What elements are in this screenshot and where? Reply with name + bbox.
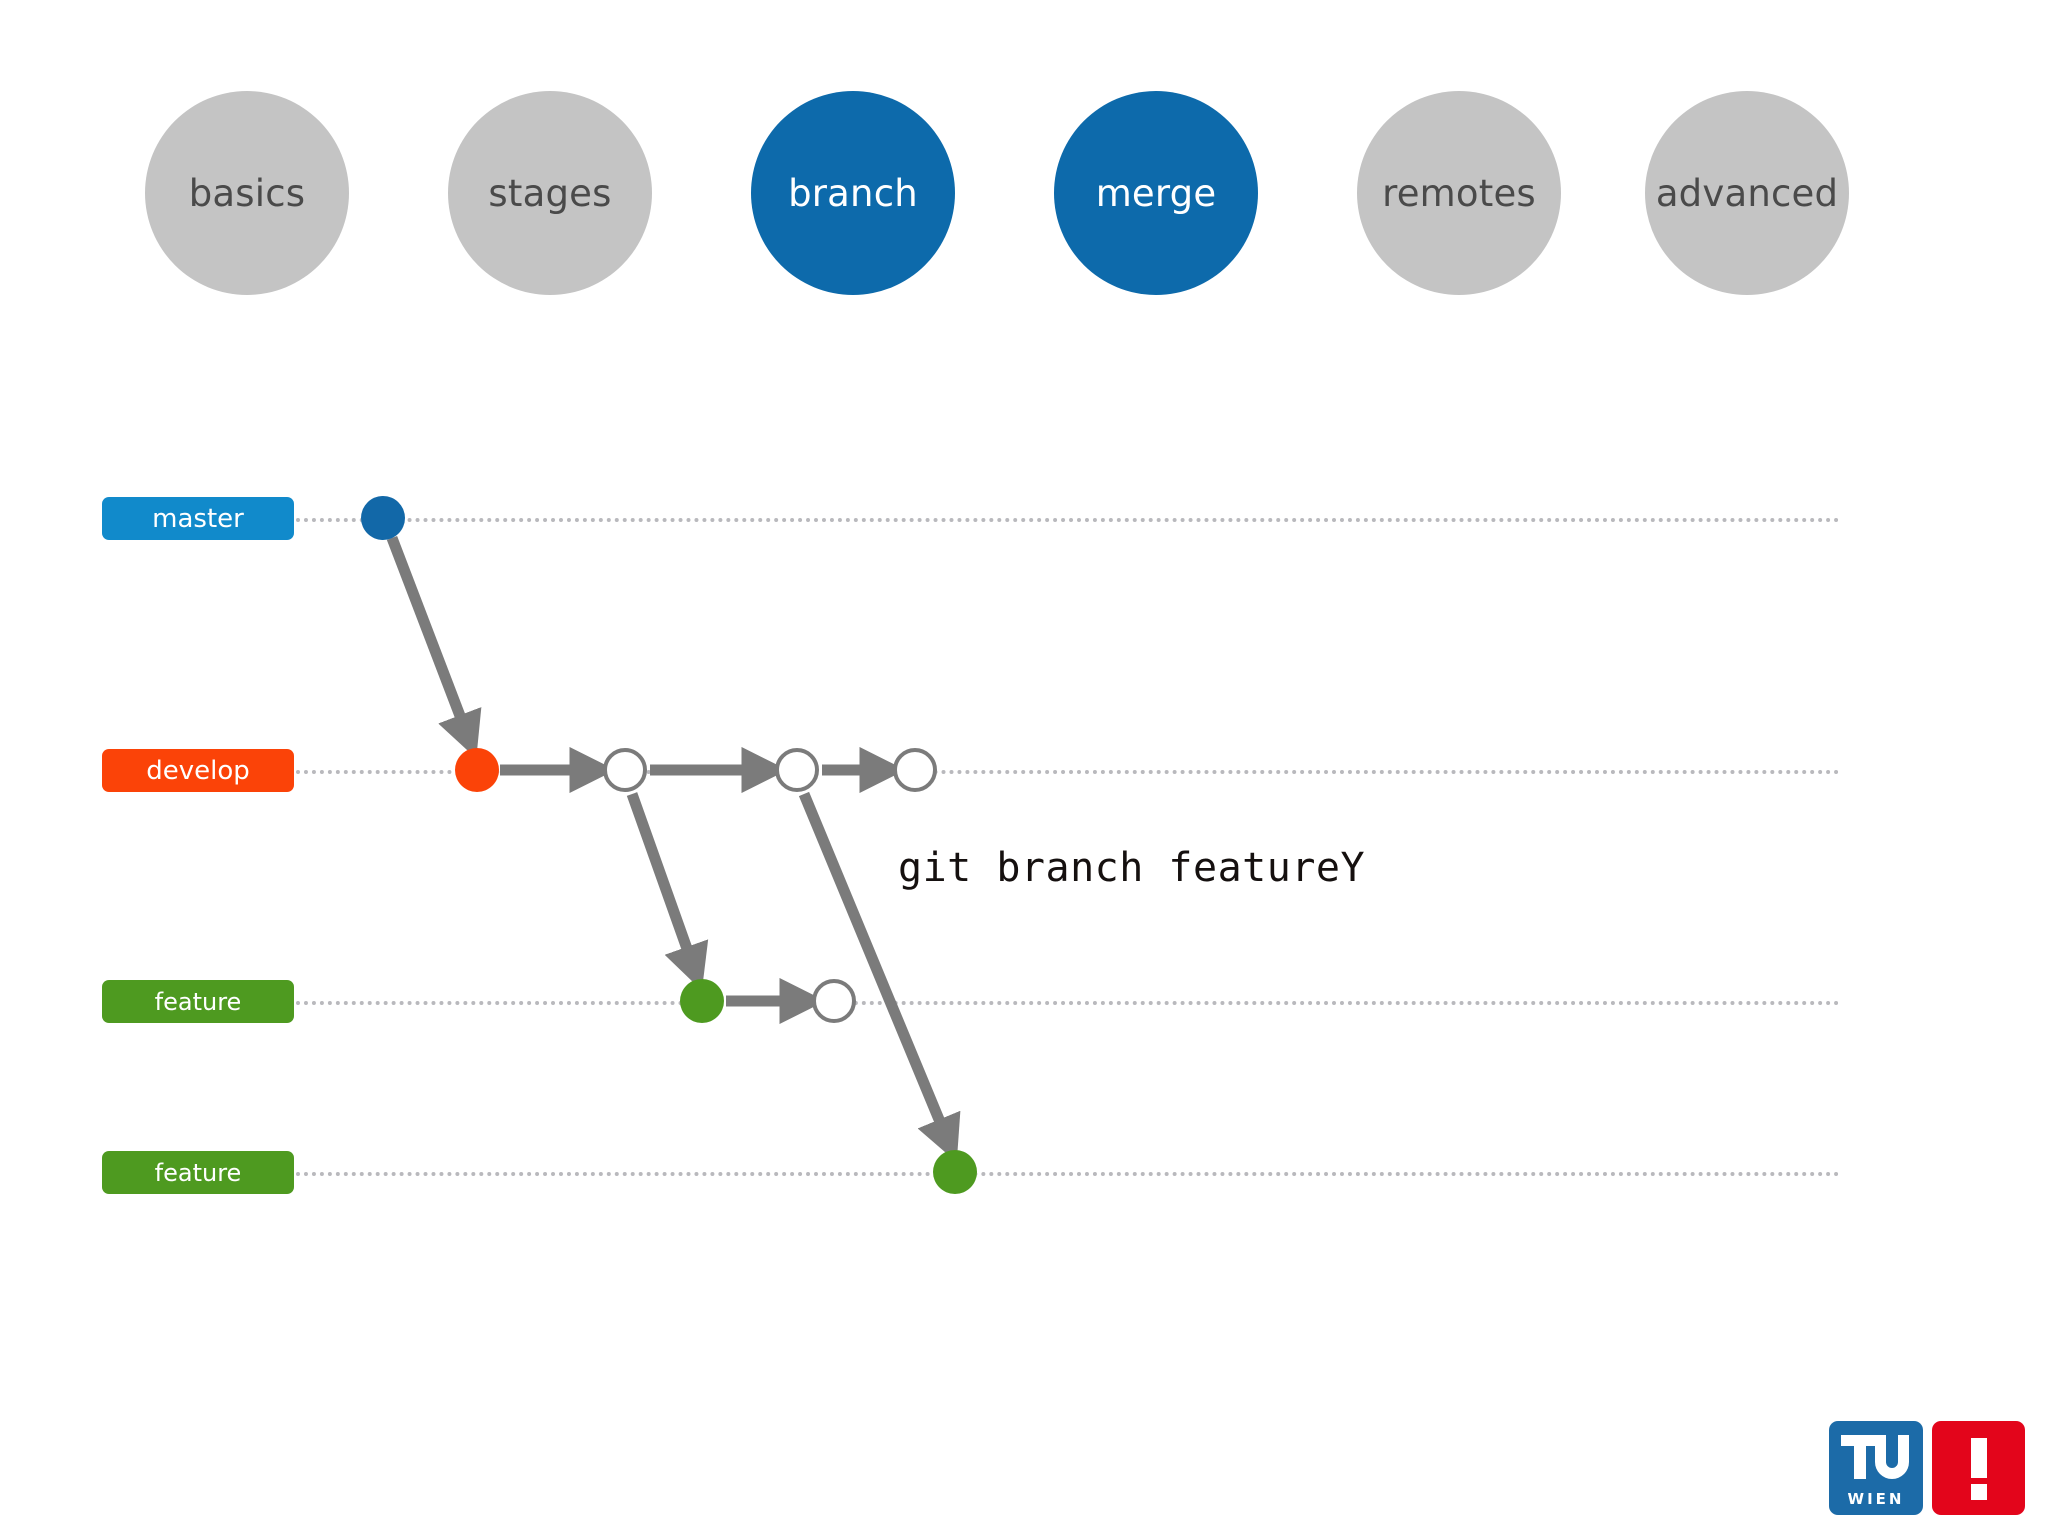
nav-circle-advanced[interactable]: advanced — [1645, 91, 1849, 295]
nav-circle-label: branch — [788, 171, 918, 215]
nav-circle-merge[interactable]: merge — [1054, 91, 1258, 295]
lane-guide-featurey — [296, 1172, 1840, 1176]
nav-circle-label: remotes — [1382, 171, 1536, 215]
nav-circle-label: basics — [188, 171, 306, 215]
nav-circle-label: merge — [1095, 171, 1217, 215]
commit-node-feature-0[interactable] — [680, 979, 724, 1023]
lane-guide-feature — [296, 1001, 1840, 1005]
branch-pill-feature[interactable]: feature — [102, 980, 294, 1023]
lane-guide-master — [296, 518, 1840, 522]
commit-node-featurey-0[interactable] — [933, 1150, 977, 1194]
edge-master-to-develop — [386, 536, 482, 759]
nav-circle-label: stages — [488, 171, 612, 215]
nav-circle-basics[interactable]: basics — [145, 91, 349, 295]
nav-circle-remotes[interactable]: remotes — [1357, 91, 1561, 295]
branch-pill-label: feature — [154, 1158, 242, 1187]
tu-monogram-icon — [1829, 1427, 1923, 1481]
topic-nav: basics stages branch merge remotes advan… — [0, 0, 2048, 330]
lane-guide-develop — [296, 770, 1840, 774]
exclamation-icon — [1970, 1438, 1987, 1478]
branch-pill-develop[interactable]: develop — [102, 749, 294, 792]
tu-wien-logo: WIEN — [1829, 1421, 2025, 1515]
exclamation-tile — [1931, 1421, 2025, 1515]
edge-develop-to-feature — [626, 792, 709, 991]
branch-pill-label: feature — [154, 987, 242, 1016]
commit-node-develop-2[interactable] — [775, 748, 819, 792]
commit-node-develop-0[interactable] — [455, 748, 499, 792]
tu-wien-tile: WIEN — [1829, 1421, 1923, 1515]
commit-node-develop-1[interactable] — [603, 748, 647, 792]
tu-wien-wordmark: WIEN — [1847, 1490, 1905, 1508]
git-command-caption: git branch featureY — [898, 845, 1366, 891]
branch-pill-featurey[interactable]: feature — [102, 1151, 294, 1194]
nav-circle-branch[interactable]: branch — [751, 91, 955, 295]
branch-pill-label: develop — [146, 755, 250, 786]
branch-pill-master[interactable]: master — [102, 497, 294, 540]
commit-node-develop-3[interactable] — [893, 748, 937, 792]
commit-node-feature-1[interactable] — [812, 979, 856, 1023]
branch-pill-label: master — [152, 503, 244, 534]
nav-circle-label: advanced — [1655, 171, 1839, 215]
nav-circle-stages[interactable]: stages — [448, 91, 652, 295]
commit-node-master-0[interactable] — [361, 496, 405, 540]
